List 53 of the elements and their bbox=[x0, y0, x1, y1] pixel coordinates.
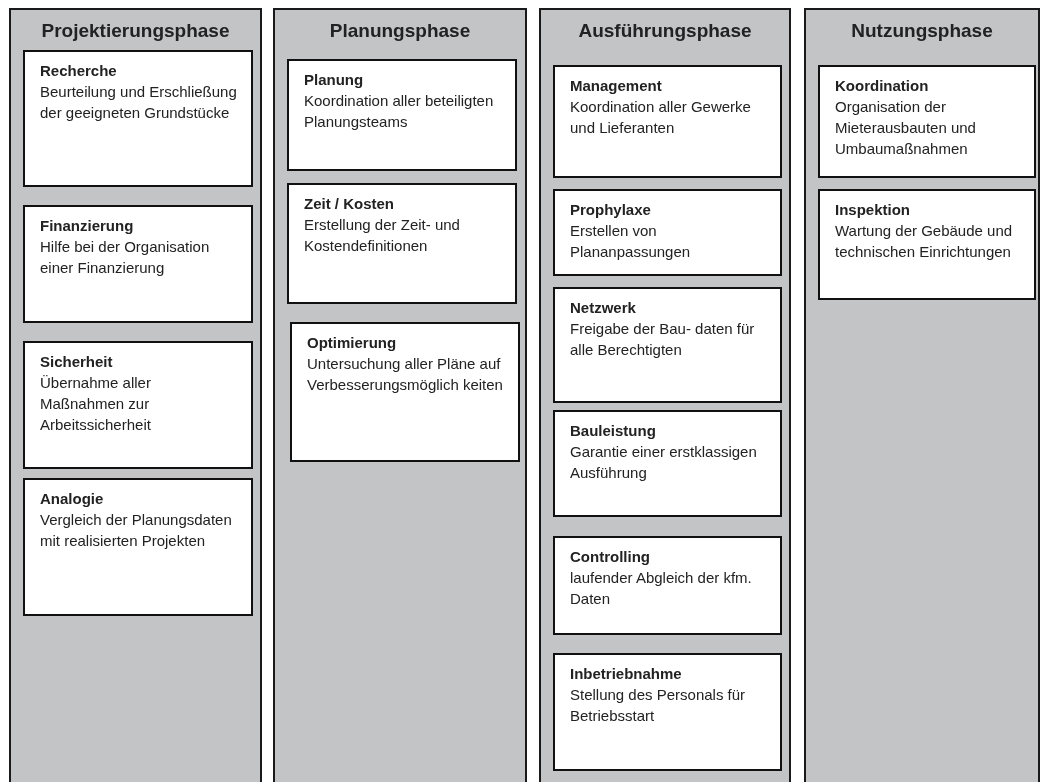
task-card bbox=[287, 183, 517, 304]
task-card bbox=[818, 189, 1036, 300]
card-description: Erstellen von Plananpassungen bbox=[570, 221, 692, 262]
task-card bbox=[553, 536, 782, 635]
task-card bbox=[553, 65, 782, 178]
task-card bbox=[290, 322, 520, 462]
card-title: Analogie bbox=[40, 489, 104, 509]
card-title: Bauleistung bbox=[570, 421, 656, 441]
card-description: Untersuchung aller Pläne auf Verbesserungsmöglich keiten bbox=[307, 354, 504, 395]
card-description: Garantie einer erstklassigen Ausführung bbox=[570, 442, 758, 483]
card-description: Übernahme aller Maßnahmen zur Arbeitssicherheit bbox=[40, 373, 152, 435]
card-description: Vergleich der Planungsdaten mit realisierten Projekten bbox=[40, 510, 233, 551]
card-title: Prophylaxe bbox=[570, 200, 651, 220]
card-description: Hilfe bei der Organisation einer Finanzierung bbox=[40, 237, 211, 278]
card-title: Controlling bbox=[570, 547, 650, 567]
column-heading: Projektierungsphase bbox=[41, 20, 230, 42]
card-description: Stellung des Personals für Betriebsstart bbox=[570, 685, 747, 726]
card-title: Planung bbox=[304, 70, 364, 90]
task-card bbox=[23, 50, 253, 187]
card-description: Beurteilung und Erschließung der geeigneten Grundstücke bbox=[40, 82, 238, 123]
task-card bbox=[553, 410, 782, 517]
card-title: Recherche bbox=[40, 61, 117, 81]
phase-column bbox=[539, 8, 791, 782]
task-card bbox=[818, 65, 1036, 178]
task-card bbox=[23, 341, 253, 469]
card-title: Zeit / Kosten bbox=[304, 194, 394, 214]
task-card bbox=[553, 189, 782, 276]
task-card bbox=[23, 478, 253, 616]
card-description: Koordination aller beteiligten Planungsteams bbox=[304, 91, 495, 132]
column-heading: Nutzungsphase bbox=[851, 20, 993, 42]
phase-column bbox=[273, 8, 527, 782]
card-title: Netzwerk bbox=[570, 298, 636, 318]
card-title: Inspektion bbox=[835, 200, 910, 220]
phase-column bbox=[804, 8, 1040, 782]
task-card bbox=[287, 59, 517, 171]
column-heading: Ausführungsphase bbox=[578, 20, 752, 42]
card-description: Freigabe der Bau- daten für alle Berechtigten bbox=[570, 319, 756, 360]
card-description: Organisation der Mieterausbauten und Umbaumaßnahmen bbox=[835, 97, 977, 159]
column-heading: Planungsphase bbox=[329, 20, 471, 42]
card-title: Finanzierung bbox=[40, 216, 134, 236]
card-title: Management bbox=[570, 76, 662, 96]
card-title: Sicherheit bbox=[40, 352, 113, 372]
task-card bbox=[23, 205, 253, 323]
card-title: Koordination bbox=[835, 76, 929, 96]
card-description: Koordination aller Gewerke und Lieferanten bbox=[570, 97, 752, 138]
card-description: Wartung der Gebäude und technischen Einrichtungen bbox=[835, 221, 1014, 262]
card-description: laufender Abgleich der kfm. Daten bbox=[570, 568, 753, 609]
task-card bbox=[553, 653, 782, 771]
phase-column bbox=[9, 8, 262, 782]
card-title: Inbetriebnahme bbox=[570, 664, 682, 684]
card-description: Erstellung der Zeit- und Kostendefinitionen bbox=[304, 215, 461, 256]
card-title: Optimierung bbox=[307, 333, 397, 353]
task-card bbox=[553, 287, 782, 403]
